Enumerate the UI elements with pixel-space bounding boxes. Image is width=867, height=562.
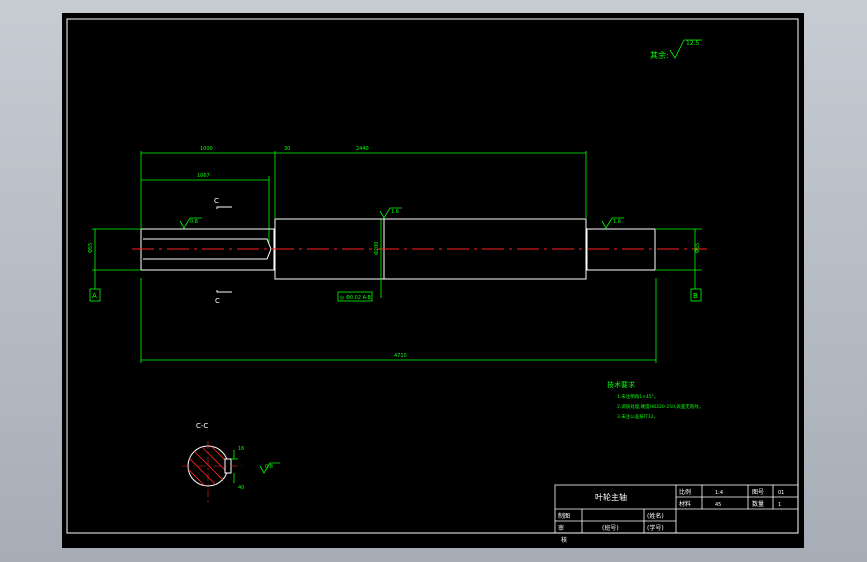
- dim-d1: 1000: [200, 146, 213, 152]
- scale-label: 比例: [679, 488, 691, 496]
- sheet-border: [66, 18, 799, 534]
- dimension-lines: [140, 151, 657, 363]
- right-diameter-dim: [656, 228, 702, 289]
- dim-dia-right: Φ55: [695, 243, 701, 253]
- title-block: [554, 484, 799, 534]
- roughness-marks: [179, 207, 624, 474]
- roughness-note-label: 其余:: [650, 50, 669, 60]
- tech-req-title: 技术要求: [607, 380, 635, 389]
- datum-a-box: [89, 288, 101, 302]
- date-value: (学号): [647, 524, 664, 532]
- section-cut-markers: [216, 206, 232, 293]
- datum-b-box: [690, 288, 702, 302]
- dim-d2: 30: [284, 146, 290, 152]
- check-value: (班号): [602, 524, 619, 532]
- section-dims: [231, 450, 238, 483]
- sheet-label: 图号: [752, 489, 764, 496]
- tech-req-item-3: 3.未注公差按IT12。: [617, 413, 658, 420]
- section-label-bottom: C: [215, 297, 220, 305]
- tolerance-frame: [337, 291, 373, 302]
- roughness-r1: 0.8: [190, 219, 198, 225]
- sheet-value: 01: [778, 490, 784, 496]
- approve-label: 核: [561, 536, 567, 544]
- scale-value: 1:4: [715, 490, 723, 496]
- name-label: (姓名): [647, 512, 664, 520]
- tolerance-frame-text: ◎ Φ0.02 A-B: [340, 295, 372, 301]
- roughness-note-value: 12.5: [686, 40, 700, 47]
- tech-req-item-1: 1.未注倒角1×45°。: [617, 393, 658, 400]
- dim-dia-mid: Φ200: [374, 242, 380, 255]
- material-label: 材料: [679, 500, 691, 508]
- roughness-r2: 1.6: [391, 209, 399, 215]
- check-label: 审: [558, 524, 564, 532]
- qty-value: 1: [778, 502, 781, 508]
- section-view: [182, 441, 242, 503]
- datum-a: A: [92, 292, 97, 300]
- tech-req-item-2: 2.调质处理,硬度HB220-250,表面无裂纹。: [617, 403, 703, 410]
- qty-label: 数量: [752, 500, 764, 508]
- roughness-note-symbol: [669, 39, 702, 59]
- roughness-r4: 0.8: [265, 464, 273, 470]
- datum-b: B: [693, 292, 698, 300]
- section-title: C-C: [196, 422, 208, 430]
- dim-key-depth: 40: [238, 485, 244, 491]
- part-name: 叶轮主轴: [595, 492, 627, 502]
- dim-d3: 2440: [356, 146, 369, 152]
- section-label-top: C: [214, 197, 219, 205]
- dim-d4: 1067: [197, 173, 210, 179]
- dim-total: 4710: [394, 353, 407, 359]
- cad-viewport[interactable]: 其余: 12.5 1000 30 2440 1067 4710 Φ55: [62, 13, 804, 548]
- material-value: 45: [715, 502, 721, 508]
- dim-key-width: 16: [238, 446, 244, 452]
- left-diameter-dim: [92, 228, 141, 289]
- drawing-canvas: 其余: 12.5 1000 30 2440 1067 4710 Φ55: [66, 18, 799, 544]
- dim-dia-left: Φ55: [88, 243, 94, 253]
- drawn-label: 制图: [558, 512, 570, 520]
- roughness-r3: 1.6: [613, 219, 621, 225]
